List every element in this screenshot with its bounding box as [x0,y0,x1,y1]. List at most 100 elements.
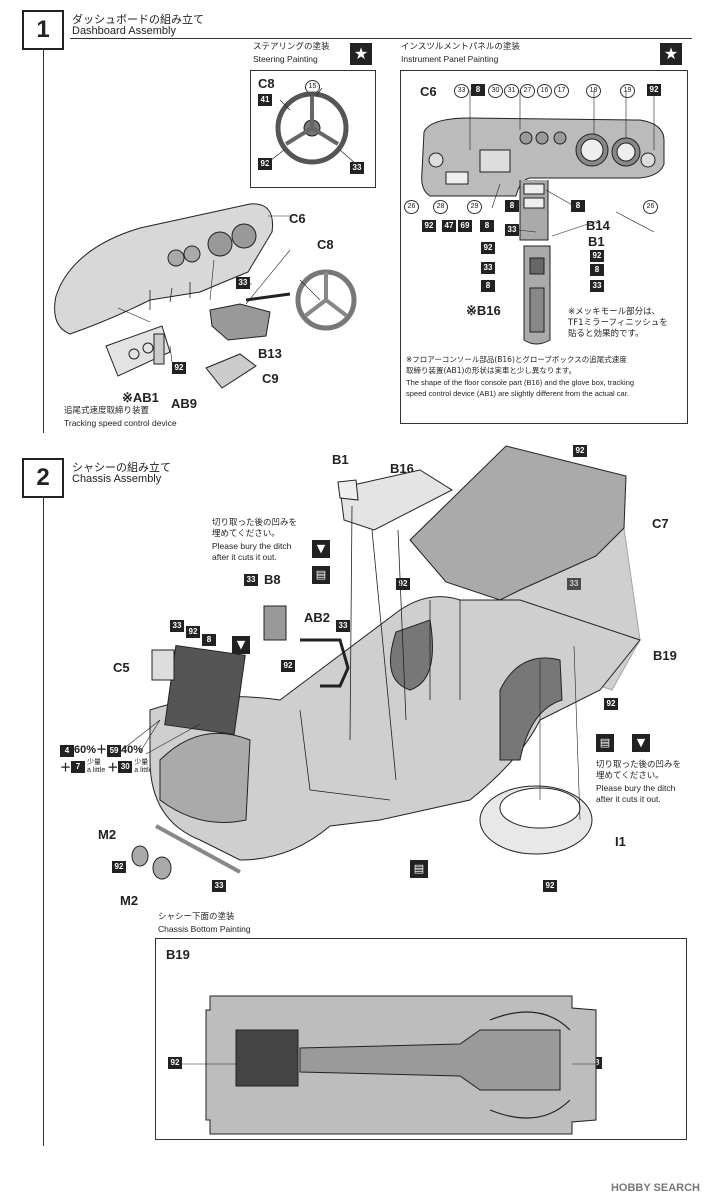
panel-code-26: 26 [643,200,658,214]
code-8: 8 [202,634,216,646]
steering-code-41: 41 [258,94,272,106]
console-b14: B14 [586,218,610,233]
sand-file-icon: ▤ [312,566,330,584]
panel-title-en: Instrument Panel Painting [401,54,499,64]
step2-title-jp: シャシーの組み立て [72,461,171,474]
bottom-title-en: Chassis Bottom Painting [158,924,251,934]
code-33: 33 [170,620,184,632]
code-92: 92 [186,626,200,638]
code-33: 33 [236,277,250,289]
panel-code-47: 47 [442,220,456,232]
ditch-note-jp-1: 切り取った後の凹みを [212,518,298,528]
mirror-note-3: 貼ると効果的です。 [568,329,644,339]
console-code-33: 33 [481,262,495,274]
part-b13: B13 [258,346,282,361]
step2-divider [43,496,44,1146]
mix-ratio: 40% [121,744,144,756]
panel-code: 19 [620,84,635,98]
ditch-note-jp-1: 切り取った後の凹みを [596,760,682,770]
part-c7: C7 [652,516,669,531]
console-code-92: 92 [590,250,604,262]
panel-code: 33 [454,84,469,98]
console-note-jp-2: 取締り装置(AB1)の形状は実車と少し異なります。 [406,366,577,375]
steering-title-jp: ステアリングの塗装 [253,42,330,52]
mix-plus: ＋ [107,762,119,774]
part-c5: C5 [113,660,130,675]
sand-file-icon: ▤ [596,734,614,752]
fill-putty-icon: ▼ [632,734,650,752]
fill-putty-icon: ▼ [312,540,330,558]
panel-code-92: 92 [422,220,436,232]
code-92: 92 [281,660,295,672]
panel-code-8: 8 [571,200,585,212]
mix-code: 30 [118,761,133,773]
console-code-8: 8 [590,264,604,276]
panel-code-29: 29 [467,200,482,214]
paint-mix-additives: ＋ 7 少量 a little ＋ 30 少量 a little [60,759,155,775]
mix-code: 7 [71,761,85,773]
code-92: 92 [396,578,410,590]
mix-code: 4 [60,745,74,757]
device-label-en: Tracking speed control device [64,418,177,428]
bottom-title-jp: シャシー下面の塗装 [158,912,235,922]
panel-code: 8 [471,84,485,96]
step2-number: 2 [22,458,64,498]
step1-divider [43,48,44,433]
console-b1: B1 [588,234,605,249]
step1-header: 1 ダッシュボードの組み立て Dashboard Assembly [20,8,692,50]
sand-file-icon: ▤ [410,860,428,878]
code-92: 92 [172,362,186,374]
panel-code-28: 28 [433,200,448,214]
paint-star-icon: ★ [660,43,682,65]
mix-amount-en: a little [87,767,106,774]
code-33: 33 [212,880,226,892]
steering-code-92: 92 [258,158,272,170]
step2-title-en: Chassis Assembly [72,473,162,485]
part-b8: B8 [264,572,281,587]
panel-title-jp: インスツルメントパネルの塗装 [401,42,520,52]
ditch-note-en-2: after it cuts it out. [212,552,277,562]
step2-header: 2 シャシーの組み立て Chassis Assembly [20,456,692,498]
code-33: 33 [336,620,350,632]
watermark: HOBBY SEARCH [610,1182,700,1194]
code-92: 92 [112,861,126,873]
panel-part-c6: C6 [420,84,437,99]
part-ab2: AB2 [304,610,331,625]
mix-amount-jp: 少量 [134,759,149,766]
steering-code-33: 33 [350,162,364,174]
part-c9: C9 [262,371,279,386]
panel-code: 27 [520,84,535,98]
mirror-note-1: ※メッキモール部分は、 [568,307,661,317]
part-b1: B1 [332,452,349,467]
console-note-jp-1: ※フロアーコンソール部品(B16)とグローブボックスの追尾式速度 [406,355,627,364]
code-92: 92 [604,698,618,710]
ditch-note-jp-2: 埋めてください。 [596,771,664,781]
part-ab1: ※AB1 [122,390,159,405]
console-note-en-2: speed control device (AB1) are slightly … [406,389,629,398]
steering-part-label: C8 [258,76,275,91]
panel-code: 17 [554,84,569,98]
console-b16: ※B16 [466,303,501,318]
instrument-panel-drawing [421,90,665,345]
ditch-note-en-1: Please bury the ditch [596,783,676,793]
bottom-part-b19: B19 [166,947,190,962]
console-note-en-1: The shape of the floor console part (B16… [406,378,635,387]
console-code-33: 33 [505,224,519,236]
code-92: 92 [543,880,557,892]
ditch-note-en-1: Please bury the ditch [212,541,292,551]
panel-code-8: 8 [480,220,494,232]
part-ab9: AB9 [171,396,198,411]
steering-wheel-drawing [265,87,357,165]
chassis-drawing [121,445,641,880]
steering-title-en: Steering Painting [253,54,318,64]
mix-code: 59 [107,745,122,757]
panel-code: 31 [504,84,519,98]
panel-code-69: 69 [458,220,472,232]
mix-plus: ＋ [60,762,71,774]
ditch-note-jp-2: 埋めてください。 [212,529,280,539]
part-c8: C8 [317,237,334,252]
code-33: 33 [567,578,581,590]
step1-title-jp: ダッシュボードの組み立て [72,13,204,26]
chassis-bottom-drawing [180,995,600,1135]
